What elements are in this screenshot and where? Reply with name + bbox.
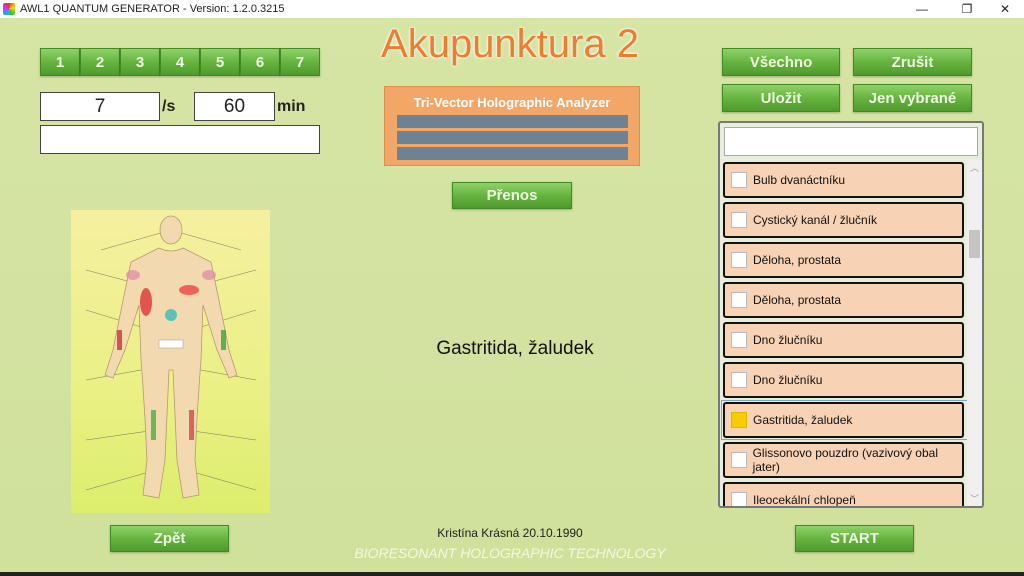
- frequency-input[interactable]: 7: [40, 92, 160, 121]
- list-item[interactable]: Děloha, prostata: [723, 282, 964, 318]
- analyzer-panel: Tri-Vector Holographic Analyzer: [384, 86, 640, 166]
- back-button[interactable]: Zpět: [110, 525, 229, 552]
- item-checkbox[interactable]: [731, 412, 747, 428]
- close-button[interactable]: ✕: [999, 2, 1011, 16]
- duration-input[interactable]: 60: [194, 92, 275, 121]
- item-checkbox[interactable]: [731, 452, 747, 468]
- acupuncture-body-chart: [71, 210, 270, 513]
- analyzer-title: Tri-Vector Holographic Analyzer: [413, 95, 611, 110]
- item-label: Děloha, prostata: [753, 253, 842, 267]
- human-body-icon: [85, 215, 257, 499]
- scroll-up-icon[interactable]: ︿: [969, 163, 979, 173]
- program-button-3[interactable]: 3: [120, 48, 160, 76]
- item-label: Dno žlučníku: [753, 333, 823, 347]
- list-search-input[interactable]: [724, 127, 978, 156]
- item-label: Dno žlučníku: [753, 373, 823, 387]
- item-label: Glissonovo pouzdro (vazivový obal jater): [752, 446, 938, 474]
- select-all-button[interactable]: Všechno: [722, 48, 840, 76]
- client-name-date: Kristína Krásná 20.10.1990: [437, 526, 583, 540]
- selected-only-button[interactable]: Jen vybrané: [853, 84, 972, 112]
- app-icon: [3, 3, 15, 15]
- program-button-4[interactable]: 4: [160, 48, 200, 76]
- list-item[interactable]: Glissonovo pouzdro (vazivový obal jater): [723, 442, 964, 478]
- item-checkbox[interactable]: [731, 172, 747, 188]
- list-item[interactable]: Dno žlučníku: [723, 362, 964, 398]
- analyzer-bar-1: [397, 115, 628, 128]
- cancel-button[interactable]: Zrušit: [853, 48, 972, 76]
- item-checkbox[interactable]: [731, 292, 747, 308]
- window-title: AWL1 QUANTUM GENERATOR - Version: 1.2.0.…: [20, 3, 285, 15]
- maximize-button[interactable]: ❐: [961, 2, 973, 16]
- minimize-button[interactable]: —: [916, 2, 928, 16]
- item-label: Cystický kanál / žlučník: [753, 213, 878, 227]
- list-item[interactable]: Gastritida, žaludek: [723, 402, 964, 438]
- program-button-5[interactable]: 5: [200, 48, 240, 76]
- list-item[interactable]: Cystický kanál / žlučník: [723, 202, 964, 238]
- duration-unit: min: [277, 98, 306, 115]
- analyzer-bar-2: [397, 131, 628, 144]
- item-checkbox[interactable]: [731, 372, 747, 388]
- tech-slogan: BIORESONANT HOLOGRAPHIC TECHNOLOGY: [354, 545, 666, 561]
- item-checkbox[interactable]: [731, 252, 747, 268]
- app-title: Akupunktura 2: [381, 22, 639, 66]
- taskbar-edge: [0, 572, 1024, 576]
- transfer-button[interactable]: Přenos: [452, 182, 572, 209]
- frequency-unit: /s: [162, 98, 176, 115]
- item-label: Ileocekální chlopeň: [753, 493, 856, 507]
- item-checkbox[interactable]: [731, 492, 747, 506]
- list-scrollbar[interactable]: ︿ ﹀: [967, 160, 982, 506]
- list-item[interactable]: Ileocekální chlopeň: [723, 482, 964, 507]
- start-button[interactable]: START: [795, 525, 914, 552]
- info-field[interactable]: [40, 125, 320, 154]
- scroll-down-icon[interactable]: ﹀: [969, 494, 979, 504]
- list-item[interactable]: Bulb dvanáctníku: [723, 162, 964, 198]
- item-checkbox[interactable]: [731, 332, 747, 348]
- item-checkbox[interactable]: [731, 212, 747, 228]
- item-label: Gastritida, žaludek: [753, 413, 853, 427]
- save-button[interactable]: Uložit: [722, 84, 840, 112]
- item-label: Děloha, prostata: [753, 293, 842, 307]
- scroll-thumb[interactable]: [969, 230, 980, 258]
- title-bar: AWL1 QUANTUM GENERATOR - Version: 1.2.0.…: [0, 0, 1024, 18]
- program-button-7[interactable]: 7: [280, 48, 320, 76]
- list-item[interactable]: Dno žlučníku: [723, 322, 964, 358]
- analyzer-bar-3: [397, 147, 628, 160]
- list-item[interactable]: Děloha, prostata: [723, 242, 964, 278]
- item-label: Bulb dvanáctníku: [753, 173, 846, 187]
- selected-item-label: Gastritida, žaludek: [436, 338, 594, 359]
- program-button-2[interactable]: 2: [80, 48, 120, 76]
- program-button-6[interactable]: 6: [240, 48, 280, 76]
- program-button-1[interactable]: 1: [40, 48, 80, 76]
